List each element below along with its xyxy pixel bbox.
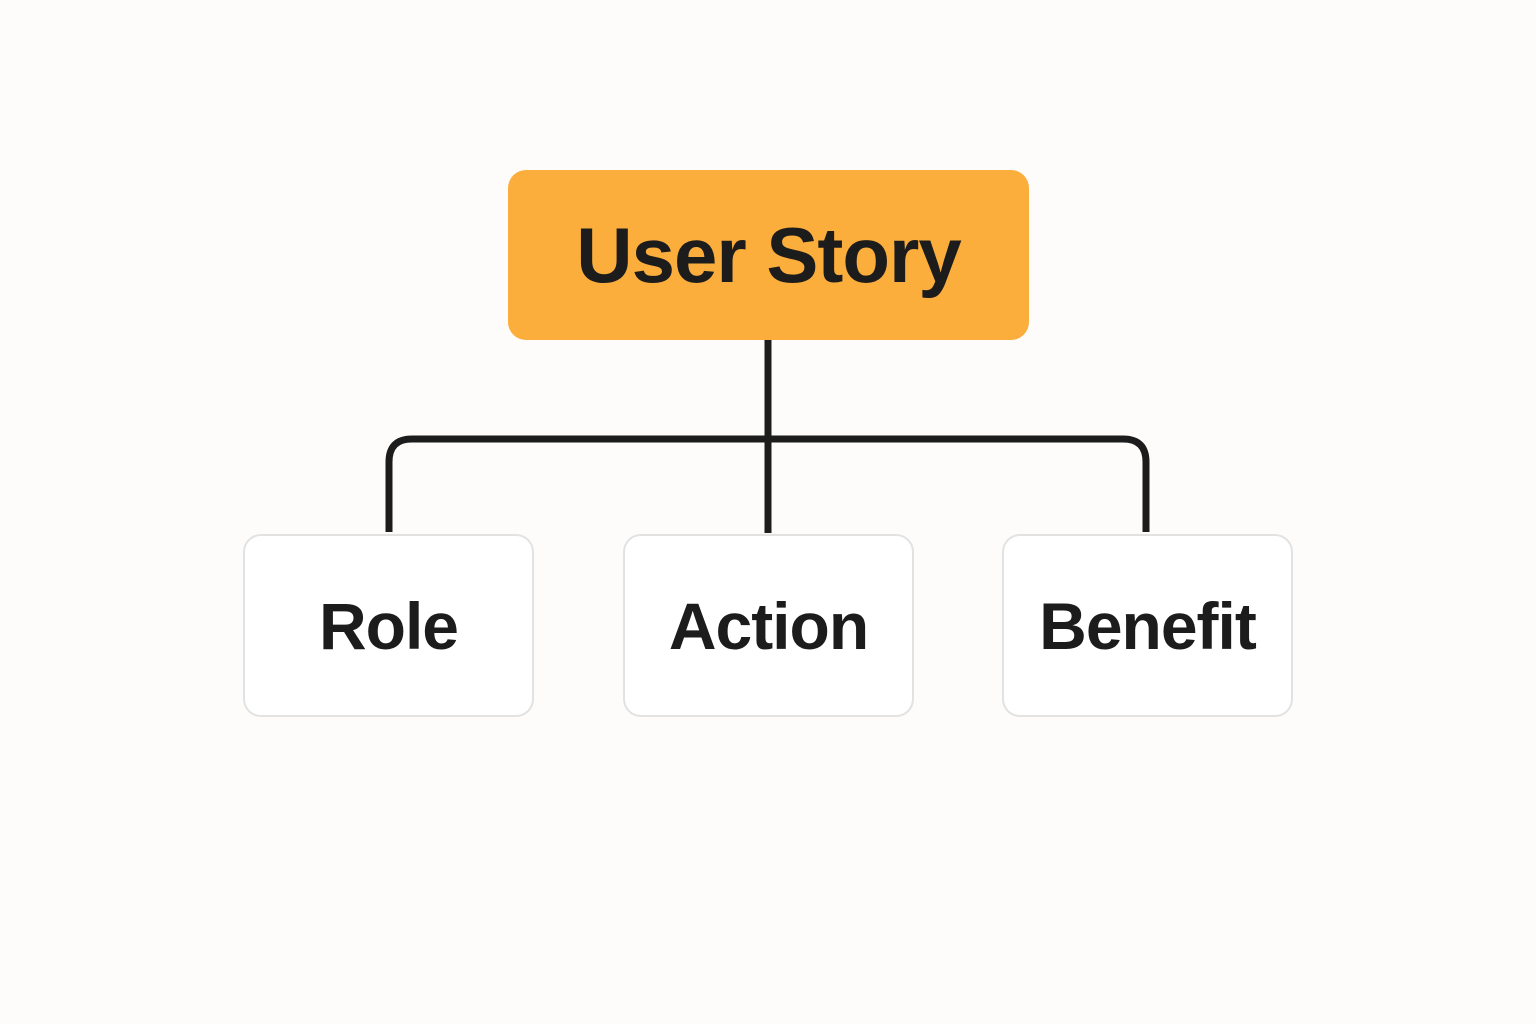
child-node-benefit: Benefit [1002, 534, 1293, 717]
child-node-label: Role [318, 588, 459, 663]
child-node-label: Action [668, 588, 869, 663]
root-node-user-story: User Story [508, 170, 1029, 340]
root-node-label: User Story [576, 211, 961, 299]
child-node-role: Role [243, 534, 534, 717]
child-node-label: Benefit [1039, 588, 1257, 663]
child-node-action: Action [623, 534, 914, 717]
